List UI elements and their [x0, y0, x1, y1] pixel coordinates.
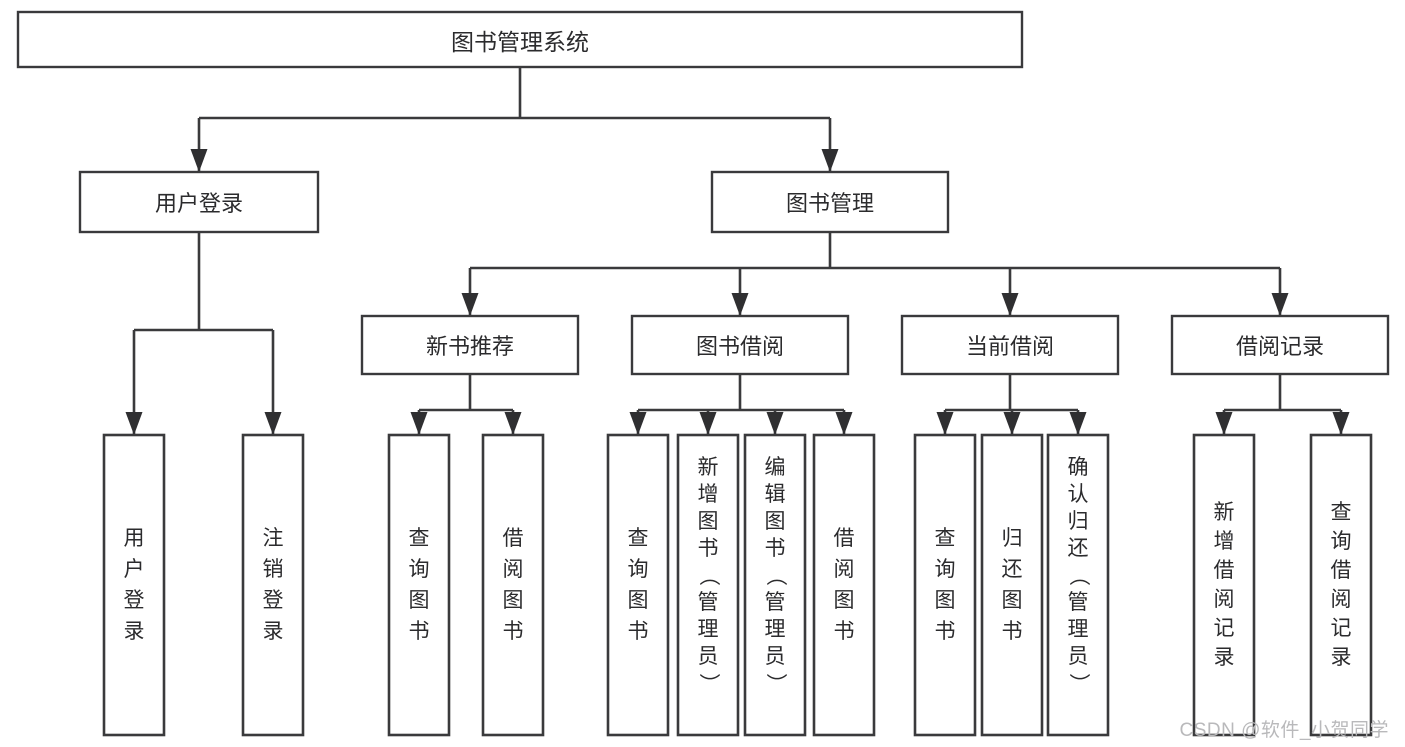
- arrow-head-icon-user-login-to-leaf-user-login: [125, 412, 143, 435]
- node-box-borrow-record[interactable]: [1170, 314, 1390, 376]
- boxes-layer: [16, 10, 1390, 737]
- node-box-leaf-confirm-return-admin[interactable]: [1046, 433, 1110, 737]
- arrow-head-icon-root-to-book-manage: [821, 149, 839, 172]
- arrow-head-icon-book-borrow-to-leaf-query-book-borrow: [629, 412, 647, 435]
- arrow-head-icon-borrow-record-to-leaf-add-borrow-record: [1215, 412, 1233, 435]
- arrow-head-icon-current-borrow-to-leaf-return-book: [1003, 412, 1021, 435]
- node-box-leaf-query-book-recommend[interactable]: [387, 433, 451, 737]
- arrow-head-icon-bookmanage-to-current-borrow: [1001, 293, 1019, 316]
- arrow-head-icon-book-borrow-to-leaf-edit-book-admin: [766, 412, 784, 435]
- arrow-head-icon-bookmanage-to-borrow-record: [1271, 293, 1289, 316]
- arrow-head-icon-current-borrow-to-leaf-confirm-return-admin: [1069, 412, 1087, 435]
- arrow-head-icon-current-borrow-to-leaf-query-book-current: [936, 412, 954, 435]
- node-box-current-borrow[interactable]: [900, 314, 1120, 376]
- node-box-leaf-return-book[interactable]: [980, 433, 1044, 737]
- node-box-leaf-query-book-current[interactable]: [913, 433, 977, 737]
- node-box-root[interactable]: [16, 10, 1024, 69]
- arrow-head-icon-bookmanage-to-new-book-recommend: [461, 293, 479, 316]
- connectors-layer: [125, 67, 1350, 435]
- arrow-head-icon-book-borrow-to-leaf-borrow-book-borrow: [835, 412, 853, 435]
- node-box-leaf-query-book-borrow[interactable]: [606, 433, 670, 737]
- node-box-book-manage[interactable]: [710, 170, 950, 234]
- node-box-leaf-borrow-book-recommend[interactable]: [481, 433, 545, 737]
- node-box-leaf-edit-book-admin[interactable]: [743, 433, 807, 737]
- arrow-head-icon-borrow-record-to-leaf-query-borrow-record: [1332, 412, 1350, 435]
- node-box-leaf-add-borrow-record[interactable]: [1192, 433, 1256, 737]
- node-box-leaf-add-book-admin[interactable]: [676, 433, 740, 737]
- node-box-new-book-recommend[interactable]: [360, 314, 580, 376]
- node-box-leaf-user-logout[interactable]: [241, 433, 305, 737]
- arrow-head-icon-root-to-user-login: [190, 149, 208, 172]
- node-box-book-borrow[interactable]: [630, 314, 850, 376]
- arrow-head-icon-bookmanage-to-book-borrow: [731, 293, 749, 316]
- arrow-head-icon-book-borrow-to-leaf-add-book-admin: [699, 412, 717, 435]
- arrow-head-icon-new-book-recommend-to-leaf-query-book-recommend: [410, 412, 428, 435]
- node-box-leaf-user-login[interactable]: [102, 433, 166, 737]
- node-box-leaf-borrow-book-borrow[interactable]: [812, 433, 876, 737]
- arrow-head-icon-user-login-to-leaf-user-logout: [264, 412, 282, 435]
- arrow-head-icon-new-book-recommend-to-leaf-borrow-book-recommend: [504, 412, 522, 435]
- node-box-leaf-query-borrow-record[interactable]: [1309, 433, 1373, 737]
- node-box-user-login[interactable]: [78, 170, 320, 234]
